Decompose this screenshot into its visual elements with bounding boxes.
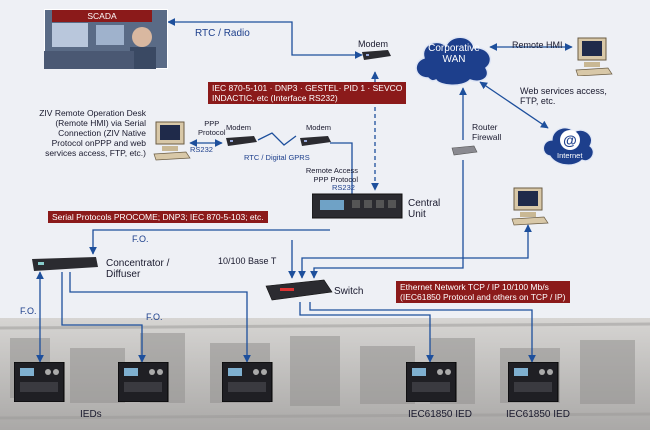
ppp-protocol-label: PPP Protocol <box>198 119 226 137</box>
ieds-label: IEDs <box>80 409 102 420</box>
iec-protocols-banner: IEC 870-5-101 · DNP3 · GESTEL· PID 1 · S… <box>208 82 407 104</box>
central-unit-icon <box>312 193 403 219</box>
concentrator-label: Concentrator / Diffuser <box>106 258 170 280</box>
ied-icon-1 <box>14 362 65 402</box>
lan-computer-icon <box>511 187 549 226</box>
wan-internet-line <box>479 81 549 129</box>
pc-switch-line <box>298 224 532 279</box>
internet-label: Internet <box>557 151 583 160</box>
switch-label: Switch <box>334 286 364 297</box>
fo-ied-3 <box>69 272 251 363</box>
fo-top-label: F.O. <box>132 234 149 244</box>
central-concentrator-line <box>89 229 330 255</box>
modem-left-label: Modem <box>226 123 252 132</box>
base-t-label: 10/100 Base T <box>218 256 277 266</box>
rtc-gprs-label: RTC / Digital GPRS <box>244 153 310 162</box>
internet-globe-icon: @ <box>542 127 594 166</box>
web-services-label: Web services access, FTP, etc. <box>520 86 607 106</box>
rs232-center-label: RS232 <box>332 183 355 192</box>
serial-protocols-banner: Serial Protocols PROCOME; DNP3; IEC 870-… <box>48 211 268 223</box>
ied-icon-5 <box>508 362 559 402</box>
remote-hmi-label: Remote HMI <box>512 40 563 50</box>
remote-access-label: Remote Access PPP Protocol <box>305 166 358 184</box>
ied-icon-4 <box>406 362 457 402</box>
ziv-desk-label: ZIV Remote Operation Desk (Remote HMI) v… <box>39 108 146 158</box>
fo-mid-label: F.O. <box>146 312 163 322</box>
scada-title: SCADA <box>52 10 152 22</box>
switch-ied-4 <box>299 302 434 363</box>
cloud-icon <box>415 36 492 86</box>
iec61850-ied-label-1: IEC61850 IED <box>408 409 472 420</box>
modem-icon <box>362 50 391 60</box>
scada-modem-line <box>167 18 363 59</box>
iec61850-ied-label-2: IEC61850 IED <box>506 409 570 420</box>
modem-left-icon <box>226 136 257 146</box>
modem-top-label: Modem <box>358 39 389 49</box>
rs232-left-label: RS232 <box>190 145 213 154</box>
fo-left-label: F.O. <box>20 306 37 316</box>
gprs-link <box>257 132 297 146</box>
ied-icon-3 <box>222 362 273 402</box>
ethernet-banner: Ethernet Network TCP / IP 10/100 Mb/s (I… <box>396 281 570 303</box>
ied-icon-2 <box>118 362 169 402</box>
modem-right-label: Modem <box>306 123 332 132</box>
wan-label: Corporative WAN <box>428 43 480 65</box>
svg-text:@: @ <box>563 132 577 148</box>
switch-icon <box>265 279 333 301</box>
remote-hmi-computer-icon <box>575 37 613 76</box>
central-unit-label: Central Unit <box>408 198 441 220</box>
concentrator-icon <box>32 257 98 271</box>
modem-right-icon <box>300 136 331 146</box>
ziv-desk-computer-icon <box>153 121 191 161</box>
fo-ied-2 <box>61 272 146 363</box>
router-firewall-label: Router Firewall <box>472 122 502 142</box>
router-icon <box>451 145 478 156</box>
switch-ied-5 <box>309 302 536 363</box>
rtc-radio-label: RTC / Radio <box>195 28 250 39</box>
